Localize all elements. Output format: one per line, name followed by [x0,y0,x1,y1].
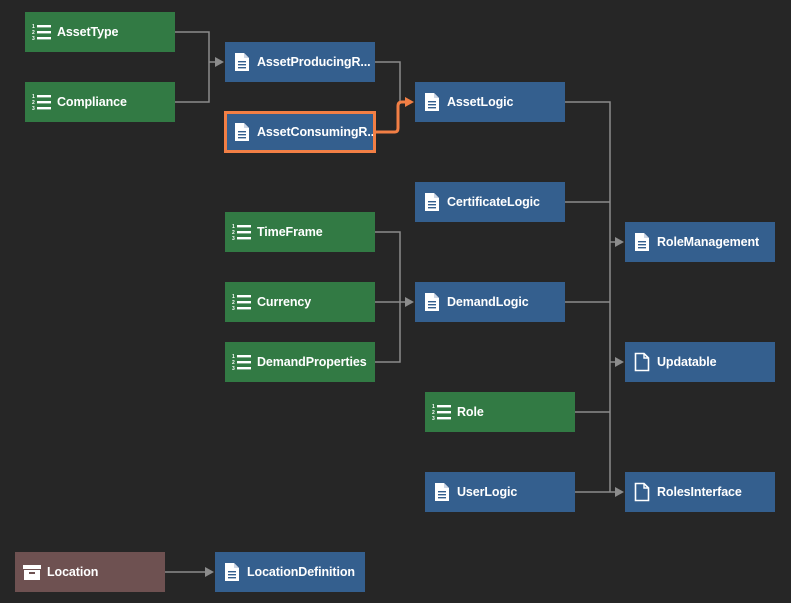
node-label: Role [457,405,484,419]
node-assetconsumingr[interactable]: AssetConsumingR... [224,111,376,153]
node-label: Updatable [657,355,717,369]
node-label: AssetLogic [447,95,514,109]
node-locationdefinition[interactable]: LocationDefinition [215,552,365,592]
svg-text:3: 3 [232,306,235,311]
document-icon [231,121,253,143]
svg-text:3: 3 [32,106,35,111]
arrowhead-demandlogic [405,297,414,307]
svg-text:1: 1 [232,354,235,360]
node-label: RoleManagement [657,235,760,249]
arrowhead-locationdefinition [205,567,214,577]
document-icon [221,561,243,583]
node-certificatelogic[interactable]: CertificateLogic [415,182,565,222]
node-label: Currency [257,295,312,309]
document-outline-icon [631,481,653,503]
svg-text:3: 3 [232,366,235,371]
arrowhead-assetlogic [405,97,414,107]
arrowhead-updatable [615,357,624,367]
svg-text:2: 2 [32,100,35,106]
node-label: Location [47,565,99,579]
node-assetlogic[interactable]: AssetLogic [415,82,565,122]
node-rolemanagement[interactable]: RoleManagement [625,222,775,262]
node-label: AssetProducingR... [257,55,371,69]
node-label: CertificateLogic [447,195,540,209]
arrowhead-rolesinterface [615,487,624,497]
document-icon [231,51,253,73]
node-userlogic[interactable]: UserLogic [425,472,575,512]
svg-text:1: 1 [432,404,435,410]
document-icon [421,291,443,313]
edge-assetconsumingr-assetlogic [375,100,406,134]
node-label: DemandProperties [257,355,367,369]
edge-bus-main [565,101,611,492]
node-rolesinterface[interactable]: RolesInterface [625,472,775,512]
svg-text:2: 2 [32,30,35,36]
arrowhead-rolemanagement [615,237,624,247]
node-label: AssetConsumingR... [257,125,375,139]
svg-text:2: 2 [232,230,235,236]
node-label: DemandLogic [447,295,529,309]
document-icon [631,231,653,253]
svg-text:1: 1 [32,24,35,30]
svg-text:2: 2 [432,410,435,416]
edge-assetproducingr-assetlogic [375,61,401,102]
edge-timeframe-demandproperties [375,231,401,363]
svg-text:2: 2 [232,300,235,306]
node-label: UserLogic [457,485,518,499]
document-icon [431,481,453,503]
archive-box-icon [21,561,43,583]
svg-text:1: 1 [232,224,235,230]
svg-text:3: 3 [432,416,435,421]
node-label: AssetType [57,25,119,39]
node-label: Compliance [57,95,127,109]
svg-text:3: 3 [232,236,235,241]
node-updatable[interactable]: Updatable [625,342,775,382]
node-demandlogic[interactable]: DemandLogic [415,282,565,322]
node-label: TimeFrame [257,225,323,239]
svg-text:1: 1 [232,294,235,300]
document-outline-icon [631,351,653,373]
document-icon [421,191,443,213]
node-label: LocationDefinition [247,565,355,579]
edge-assettype-compliance [175,31,210,103]
node-assetproducingr[interactable]: AssetProducingR... [225,42,375,82]
node-location[interactable]: Location [15,552,165,592]
node-label: RolesInterface [657,485,742,499]
arrowhead-assetproducingr [215,57,224,67]
svg-text:2: 2 [232,360,235,366]
document-icon [421,91,443,113]
svg-text:3: 3 [32,36,35,41]
svg-text:1: 1 [32,94,35,100]
